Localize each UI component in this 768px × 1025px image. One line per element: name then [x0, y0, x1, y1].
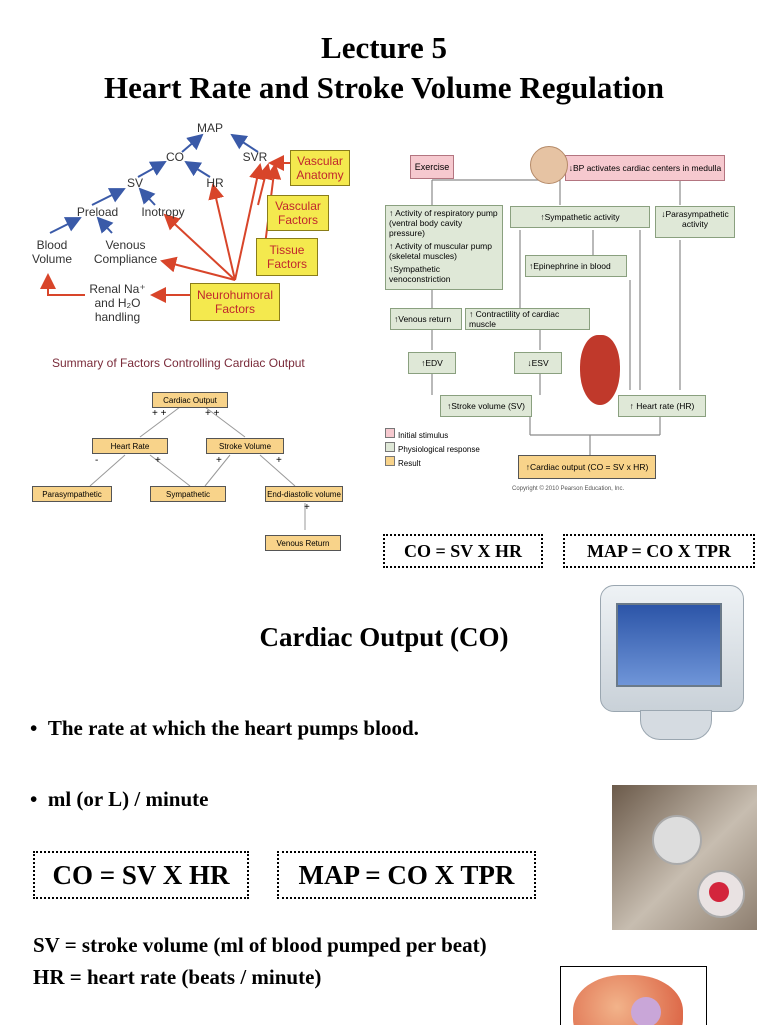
node-sv: SV [126, 176, 143, 190]
heart-image [580, 335, 620, 405]
box-venous-return: Venous Return [265, 535, 341, 551]
node-venous-compliance: Venous Compliance [93, 238, 158, 266]
flow-exercise: Exercise [410, 155, 454, 179]
legend-swatch-response [385, 442, 395, 452]
definition-sv: SV = stroke volume (ml of blood pumped p… [33, 933, 487, 957]
brain-image [530, 146, 568, 184]
legend-swatch-stimulus [385, 428, 395, 438]
node-map: MAP [196, 121, 223, 135]
box-neurohumoral: Neurohumoral Factors [190, 283, 280, 321]
title-line-1: Lecture 5 [321, 30, 447, 65]
bullet-1-text: The rate at which the heart pumps blood. [47, 716, 419, 740]
box-parasympathetic: Parasympathetic [32, 486, 112, 502]
flow-resp-pump: ↑ Activity of respiratory pump (ventral … [389, 208, 498, 238]
node-blood-volume: Blood Volume [31, 238, 73, 266]
formula-co-small: CO = SV X HR [383, 534, 543, 568]
box-tissue-factors: Tissue Factors [256, 238, 318, 276]
flow-venoconstriction: ↑Sympathetic venoconstriction [389, 264, 451, 284]
flow-heart-rate: ↑ Heart rate (HR) [618, 395, 706, 417]
flow-contractility: ↑ Contractility of cardiac muscle [465, 308, 590, 330]
formula-map-large: MAP = CO X TPR [277, 851, 536, 899]
node-preload: Preload [76, 205, 119, 219]
flow-parasymp: ↓Parasympathetic activity [655, 206, 735, 238]
section-title: Cardiac Output (CO) [259, 622, 509, 652]
flow-pumps-box: ↑ Activity of respiratory pump (ventral … [385, 205, 503, 290]
box-stroke-volume: Stroke Volume [206, 438, 284, 454]
flow-musc-pump: ↑ Activity of muscular pump (skeletal mu… [389, 241, 492, 261]
flowchart-lines [431, 179, 681, 455]
sign-para: - [95, 455, 99, 466]
flow-venous-return: ↑Venous return [390, 308, 462, 330]
sign-co-sv: + + [205, 408, 220, 419]
sign-edv-sv: + [276, 455, 282, 466]
bullet-2: • ml (or L) / minute [30, 787, 209, 811]
legend-result: Result [398, 459, 421, 468]
box-vascular-anatomy: Vascular Anatomy [290, 150, 350, 186]
sign-symp-sv: + [216, 455, 222, 466]
node-inotropy: Inotropy [141, 205, 185, 219]
box-sympathetic: Sympathetic [150, 486, 226, 502]
formula-co-large: CO = SV X HR [33, 851, 249, 899]
sign-vr-edv: + [304, 502, 310, 513]
diagram1-caption: Summary of Factors Controlling Cardiac O… [52, 356, 305, 370]
sign-co-hr: + + [152, 408, 167, 419]
cardiac-output-tree-lines [89, 406, 306, 530]
flow-esv: ↓ESV [514, 352, 562, 374]
flow-stroke-volume: ↑Stroke volume (SV) [440, 395, 532, 417]
bullet-1: • The rate at which the heart pumps bloo… [30, 716, 419, 740]
monitor-image [600, 585, 745, 745]
legend-response: Physiological response [398, 445, 480, 454]
flow-bp-activates: ↓BP activates cardiac centers in medulla [565, 155, 725, 181]
node-hr: HR [206, 176, 224, 190]
legend-stimulus: Initial stimulus [398, 431, 449, 440]
bullet-2-text: ml (or L) / minute [47, 787, 209, 811]
flow-copyright: Copyright © 2010 Pearson Education, Inc. [512, 486, 625, 492]
definition-hr: HR = heart rate (beats / minute) [33, 965, 322, 989]
sign-symp-hr: + [155, 455, 161, 466]
box-heart-rate: Heart Rate [92, 438, 168, 454]
heart-anatomy-image [560, 966, 707, 1025]
box-edv: End-diastolic volume [265, 486, 343, 502]
legend-swatch-result [385, 456, 395, 466]
box-vascular-factors: Vascular Factors [267, 195, 329, 231]
flow-epi: ↑Epinephrine in blood [525, 255, 627, 277]
flow-symp: ↑Sympathetic activity [510, 206, 650, 228]
formula-map-small: MAP = CO X TPR [563, 534, 755, 568]
flow-cardiac-output: ↑Cardiac output (CO = SV x HR) [518, 455, 656, 479]
cardiac-factors-arrows [40, 133, 290, 303]
node-co: CO [166, 150, 184, 164]
box-cardiac-output: Cardiac Output [152, 392, 228, 408]
flow-legend: Initial stimulus Physiological response … [385, 428, 480, 470]
node-renal: Renal Na⁺ and H₂O handling [89, 282, 146, 324]
title-line-2: Heart Rate and Stroke Volume Regulation [103, 70, 664, 105]
electrode-image [612, 785, 757, 930]
node-svr: SVR [242, 150, 268, 164]
flow-edv: ↑EDV [408, 352, 456, 374]
